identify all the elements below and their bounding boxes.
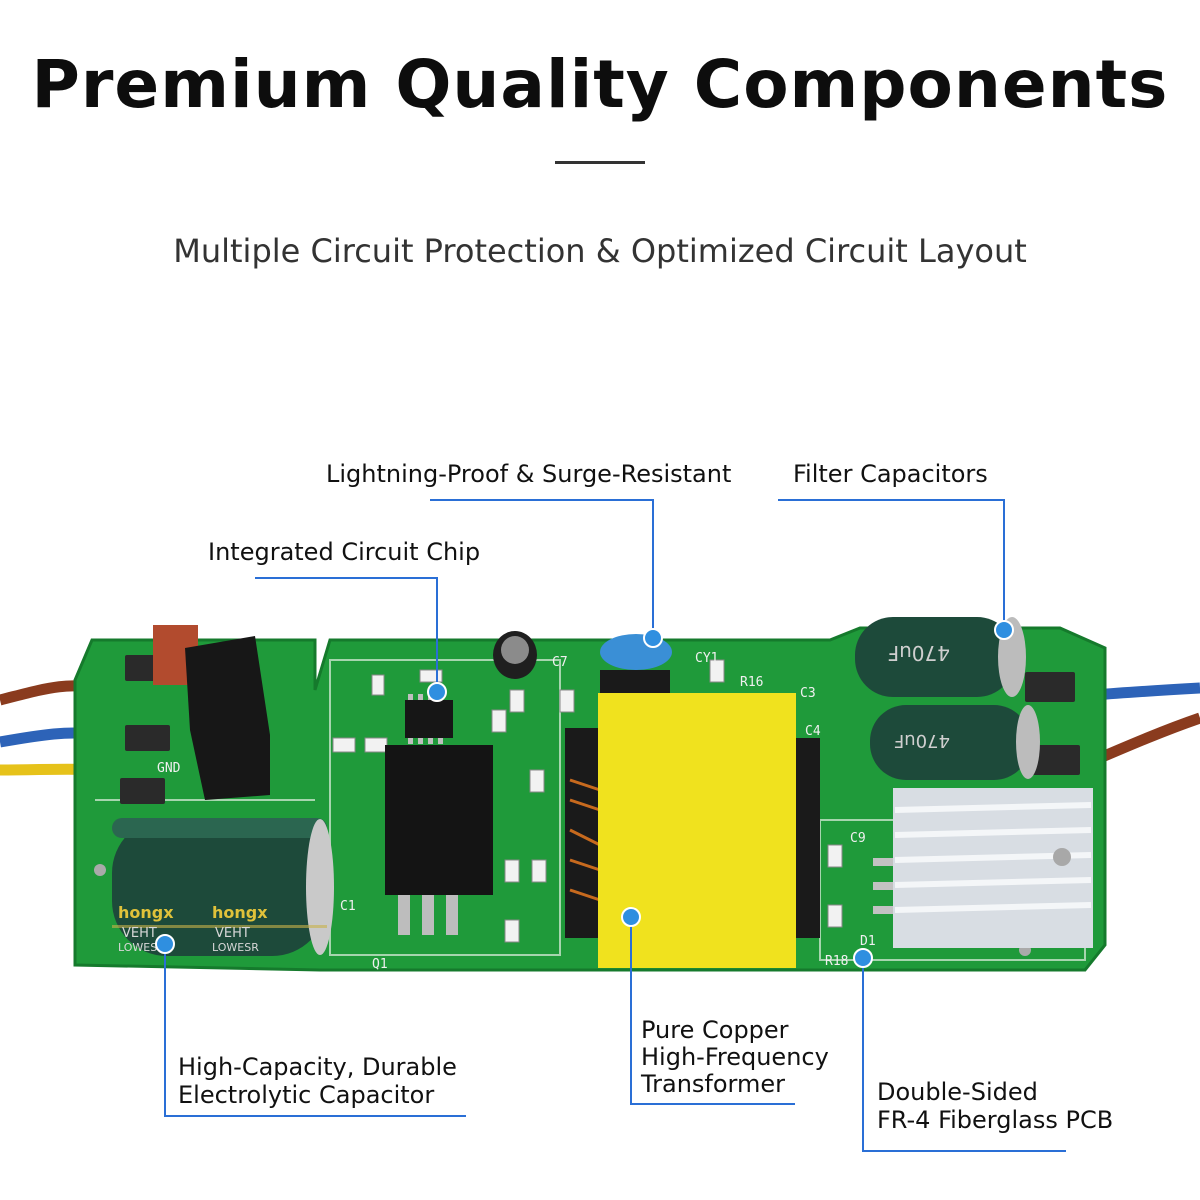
filter-cap-value-text: 470uF xyxy=(888,641,950,665)
output-wires xyxy=(1092,682,1200,766)
dot-ic-chip xyxy=(427,682,447,702)
dot-transformer xyxy=(621,907,641,927)
callout-pcb-line2: FR-4 Fiberglass PCB xyxy=(877,1106,1114,1134)
dot-lightning xyxy=(643,628,663,648)
cap-grade-text-2: LOWESR xyxy=(212,941,259,954)
silk-c9: C9 xyxy=(850,831,866,846)
small-capacitor xyxy=(493,631,537,679)
callout-transformer-line2: High-Frequency xyxy=(641,1043,829,1071)
ic-chip xyxy=(405,694,453,744)
transformer-body xyxy=(598,693,796,968)
callout-ic-chip: Integrated Circuit Chip xyxy=(208,538,481,566)
callout-dots xyxy=(155,620,1014,968)
cap-grade-text: LOWESR xyxy=(118,941,165,954)
filter-capacitor-top xyxy=(855,617,1026,697)
cap-brand-text: hongx xyxy=(118,903,174,922)
dot-filter-caps xyxy=(994,620,1014,640)
cap-brand-text-2: hongx xyxy=(212,903,268,922)
power-mosfet xyxy=(385,745,493,935)
callout-electrolytic-line2: Electrolytic Capacitor xyxy=(178,1081,435,1109)
callout-transformer-line3: Transformer xyxy=(641,1070,786,1098)
electrolytic-capacitor xyxy=(112,818,334,956)
silk-gnd: GND xyxy=(157,761,181,776)
callout-electrolytic-line1: High-Capacity, Durable xyxy=(178,1053,457,1081)
dot-pcb xyxy=(853,948,873,968)
filter-capacitor-bottom xyxy=(870,705,1040,780)
silk-c4: C4 xyxy=(805,724,821,739)
callout-lines xyxy=(164,499,1066,1152)
silk-c7: C7 xyxy=(552,655,568,670)
dot-electrolytic xyxy=(155,934,175,954)
cap-series-text-2: VEHT xyxy=(215,926,250,941)
pin-headers xyxy=(120,655,1080,804)
title-divider xyxy=(555,161,645,164)
callout-pcb-line1: Double-Sided xyxy=(877,1078,1038,1106)
silk-q1: Q1 xyxy=(372,957,388,972)
silk-d1: D1 xyxy=(860,934,876,949)
callout-lightning: Lightning-Proof & Surge-Resistant xyxy=(326,460,732,488)
callout-transformer-line1: Pure Copper xyxy=(641,1016,789,1044)
silk-c1: C1 xyxy=(340,899,356,914)
fuse-block xyxy=(153,625,270,800)
page-subtitle: Multiple Circuit Protection & Optimized … xyxy=(173,232,1027,270)
heat-sink xyxy=(873,788,1093,948)
silk-cy1: CY1 xyxy=(695,651,718,666)
filter-cap-value-text-2: 470uF xyxy=(894,730,950,751)
callout-filter-capacitors: Filter Capacitors xyxy=(793,460,988,488)
page-title: Premium Quality Components xyxy=(31,46,1169,123)
silk-r18: R18 xyxy=(825,954,848,969)
silk-r16: R16 xyxy=(740,675,763,690)
silk-c3: C3 xyxy=(800,686,816,701)
cap-series-text: VEHT xyxy=(122,926,157,941)
